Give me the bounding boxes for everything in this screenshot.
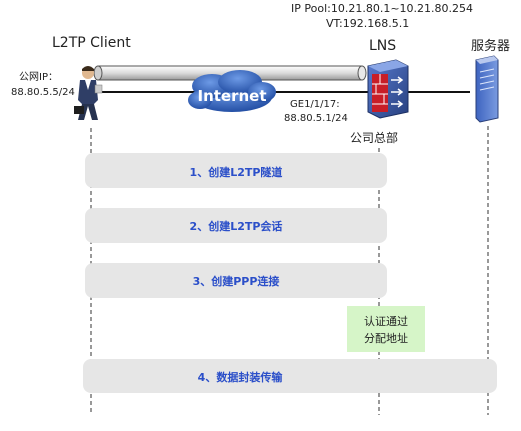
client-title: L2TP Client [52,35,131,51]
lns-interface-label: GE1/1/17: [290,99,340,110]
ip-pool-label: IP Pool:10.21.80.1~10.21.80.254 [291,2,473,15]
step-3-label: 3、创建PPP连接 [193,274,280,288]
server-title: 服务器 [471,38,510,54]
auth-note-line2: 分配地址 [364,331,408,345]
auth-note-box [347,306,425,352]
client-user-icon [74,66,103,120]
vt-label: VT:192.168.5.1 [326,17,409,30]
public-ip-label: 公网IP： [19,71,58,83]
step-2-box [85,208,387,243]
step-3-box [85,263,387,298]
auth-note-line1: 认证通过 [364,315,408,328]
step-2-label: 2、创建L2TP会话 [190,219,283,233]
server-icon [475,55,499,123]
step-1-label: 1、创建L2TP隧道 [190,165,283,179]
internet-cloud-icon [188,70,276,112]
lns-interface-ip: 88.80.5.1/24 [284,113,348,124]
step-1-box [85,153,387,188]
public-ip-value: 88.80.5.5/24 [11,87,75,98]
lns-title: LNS [369,38,396,54]
lns-firewall-icon [367,59,409,119]
step-4-box [83,359,497,393]
step-4-label: 4、数据封装传输 [198,370,284,384]
lns-site-label: 公司总部 [350,130,398,145]
internet-label: Internet [197,87,266,105]
